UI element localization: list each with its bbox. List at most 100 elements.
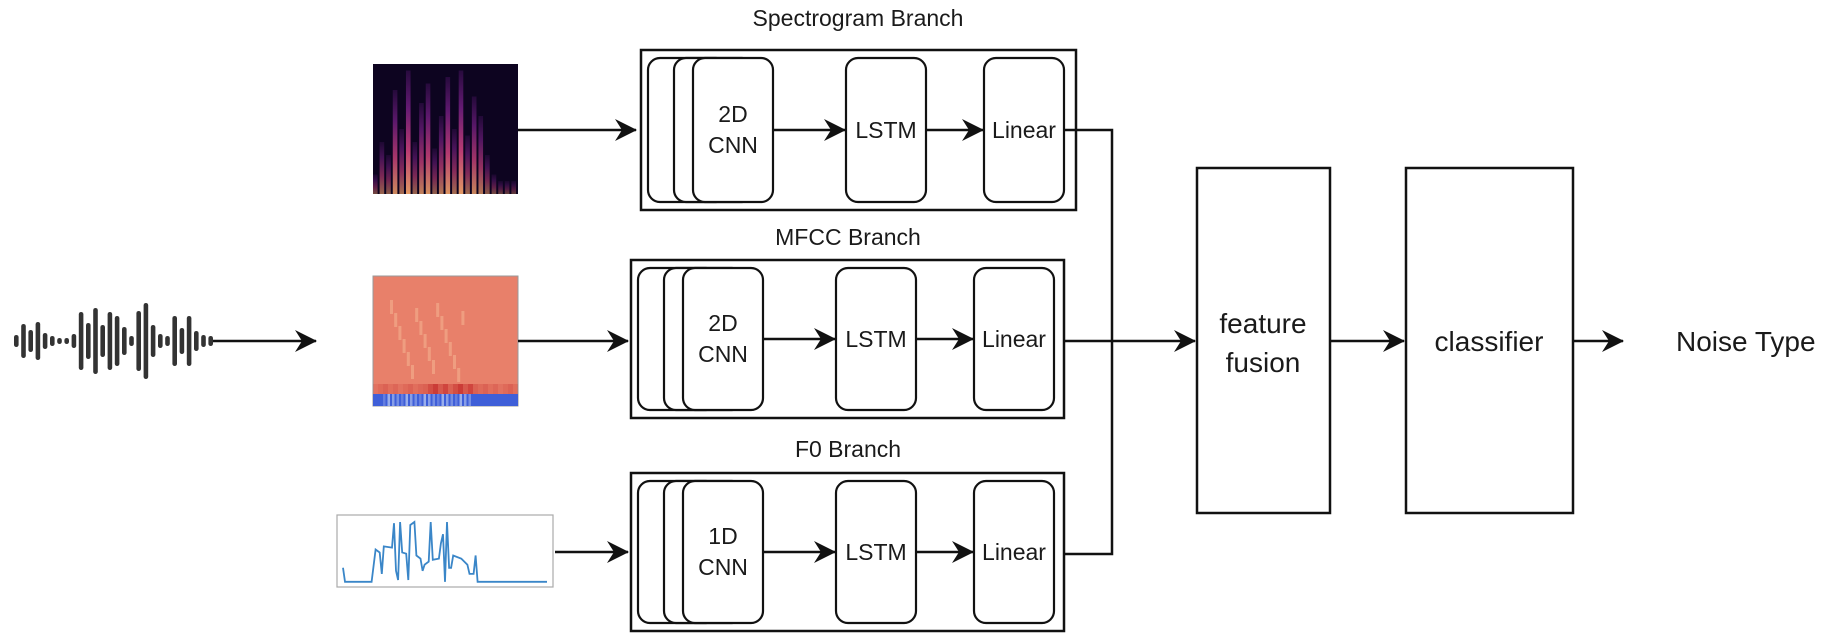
- mfcc-cell: [403, 384, 408, 394]
- feature-fusion-label-line1: feature: [1219, 308, 1306, 339]
- mfcc-cell: [461, 311, 465, 325]
- mfcc-cell: [444, 329, 448, 343]
- mfcc-cell: [419, 321, 423, 335]
- classifier-block: classifier: [1404, 166, 1575, 515]
- mfcc-cell: [398, 384, 403, 394]
- waveform-bar: [71, 334, 77, 348]
- mfcc-cell: [498, 384, 503, 394]
- mfcc-cell: [418, 384, 423, 394]
- waveform-bar: [165, 336, 170, 346]
- spectrogram-thumbnail: [373, 64, 518, 194]
- spectrogram-band: [432, 148, 437, 194]
- waveform-bar: [208, 336, 213, 346]
- mfcc-cell: [402, 339, 406, 353]
- cnn-block: [691, 56, 775, 204]
- waveform-bar: [35, 322, 41, 360]
- waveform-bar: [21, 324, 26, 358]
- mfcc-cell: [378, 384, 383, 394]
- spectrogram-band: [452, 129, 457, 194]
- spectrogram-band: [379, 142, 385, 194]
- output-label: Noise Type: [1676, 326, 1816, 357]
- branch-title: Spectrogram Branch: [753, 5, 964, 31]
- mfcc-cell: [450, 394, 453, 406]
- waveform-bar: [158, 334, 163, 348]
- mfcc-thumbnail: [372, 275, 519, 407]
- mfcc-cell: [441, 394, 444, 406]
- waveform-bar: [150, 325, 156, 357]
- spectrogram-band: [498, 181, 503, 194]
- waveform-bar: [28, 330, 33, 352]
- spectrogram-band: [405, 70, 411, 194]
- waveform-bar: [172, 316, 177, 366]
- mfcc-cell: [433, 384, 438, 394]
- feature-fusion-label-line2: fusion: [1226, 347, 1301, 378]
- mfcc-cell: [393, 384, 398, 394]
- spectrogram-band: [412, 142, 418, 194]
- linear-label: Linear: [982, 326, 1046, 352]
- mfcc-cell: [423, 394, 426, 406]
- cnn-label-line2: CNN: [708, 132, 758, 158]
- mfcc-cell: [419, 394, 422, 406]
- waveform-bar: [50, 336, 55, 346]
- spectrogram-band: [511, 181, 517, 194]
- linear-label: Linear: [992, 117, 1056, 143]
- waveform-bar: [179, 328, 185, 354]
- spectrogram-band: [504, 181, 510, 194]
- mfcc-cell: [457, 368, 461, 382]
- mfcc-cell: [428, 384, 433, 394]
- spectrogram-band: [478, 116, 484, 194]
- mfcc-cell: [483, 384, 488, 394]
- mfcc-cell: [383, 394, 386, 406]
- audio-waveform-icon: [14, 303, 213, 379]
- waveform-bar: [122, 327, 127, 355]
- lstm-label: LSTM: [845, 326, 906, 352]
- mfcc-cell: [387, 394, 390, 406]
- mfcc-cell: [373, 394, 518, 406]
- mfcc-cell: [373, 384, 378, 394]
- mfcc-cell: [468, 394, 471, 406]
- mfcc-cell: [458, 384, 463, 394]
- mfcc-cell: [464, 394, 467, 406]
- waveform-bar: [201, 335, 206, 347]
- spectrogram-band: [419, 103, 424, 194]
- mfcc-cell: [401, 394, 404, 406]
- waveform-bar: [143, 303, 149, 379]
- waveform-bar: [42, 333, 48, 349]
- mfcc-cell: [459, 394, 462, 406]
- mfcc-cell: [423, 384, 428, 394]
- mfcc-cell: [448, 342, 452, 356]
- mfcc-cell: [388, 384, 393, 394]
- waveform-bar: [57, 338, 62, 344]
- waveform-bar: [186, 316, 192, 366]
- cnn-label-line1: 2D: [708, 310, 737, 336]
- cnn-label-line2: CNN: [698, 554, 748, 580]
- mfcc-cell: [405, 394, 408, 406]
- mfcc-cell: [463, 384, 468, 394]
- mfcc-cell: [436, 303, 440, 317]
- mfcc-cell: [437, 394, 440, 406]
- waveform-bar: [136, 311, 141, 371]
- spectrogram-band: [373, 174, 378, 194]
- cnn-block: [681, 266, 765, 412]
- mfcc-cell: [394, 313, 398, 327]
- mfcc-cell: [446, 394, 449, 406]
- mfcc-cell: [448, 384, 453, 394]
- mfcc-cell: [432, 360, 435, 374]
- waveform-bar: [14, 335, 19, 347]
- mfcc-cell: [428, 394, 431, 406]
- f0-contour-thumbnail: [336, 514, 554, 588]
- spectrogram-band: [386, 155, 391, 194]
- mfcc-cell: [413, 384, 418, 394]
- cnn-label-line1: 1D: [708, 523, 737, 549]
- mfcc-cell: [415, 308, 419, 322]
- spectrogram-band: [465, 135, 470, 194]
- waveform-bar: [114, 316, 120, 366]
- linear-label: Linear: [982, 539, 1046, 565]
- feature-fusion-block: feature fusion: [1195, 166, 1332, 515]
- mfcc-cell: [383, 384, 388, 394]
- classifier-label: classifier: [1435, 326, 1544, 357]
